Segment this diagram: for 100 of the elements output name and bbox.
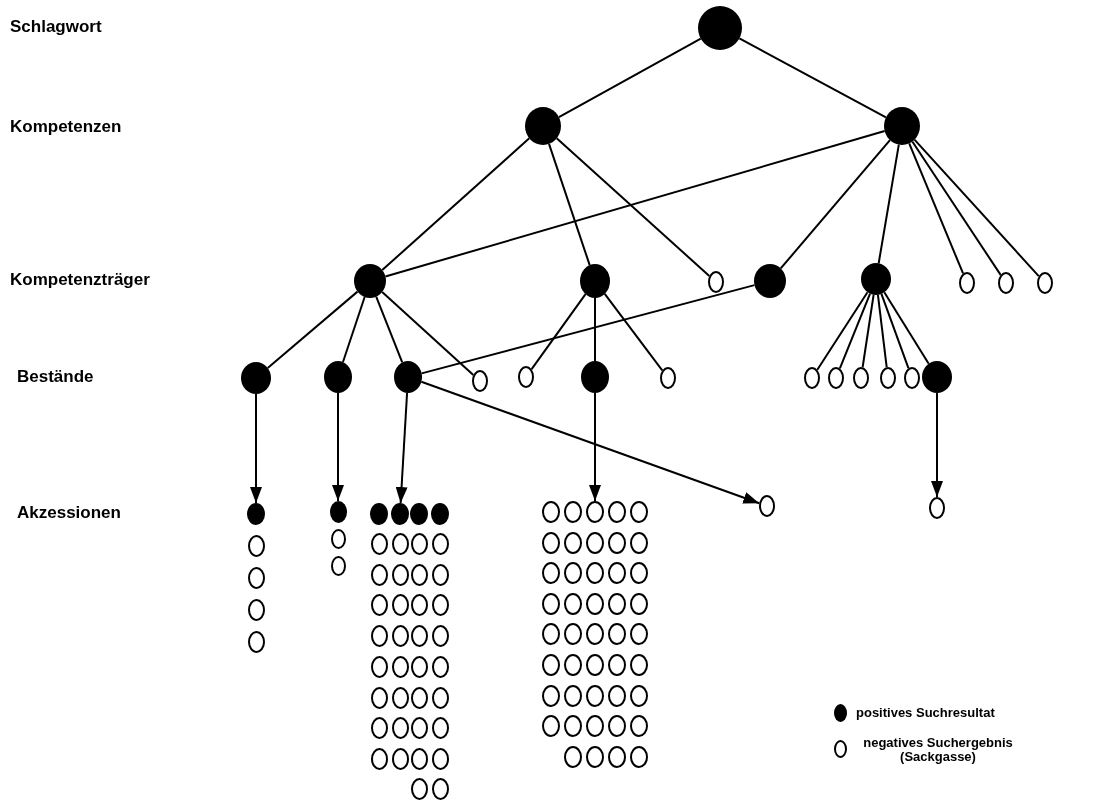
open-circle [431, 686, 449, 709]
open-circle [608, 715, 626, 738]
open-circle [247, 567, 265, 589]
open-circle [330, 556, 346, 576]
connector-line [911, 140, 1002, 276]
open-circle [804, 367, 820, 389]
open-circle [330, 529, 346, 549]
connector-line [557, 37, 702, 119]
open-circle [431, 625, 449, 648]
open-circle [998, 272, 1014, 294]
open-circle [564, 654, 582, 676]
open-circle [880, 367, 896, 389]
open-circle [608, 531, 626, 554]
level-label: Schlagwort [10, 16, 102, 38]
open-circle [586, 592, 604, 615]
open-circle [630, 562, 648, 585]
open-circle [608, 684, 626, 707]
open-circle [391, 655, 409, 678]
open-circle [660, 367, 676, 389]
open-circle [391, 747, 409, 770]
filled-dot [581, 361, 609, 393]
open-circle [370, 717, 388, 740]
open-circle [608, 746, 626, 768]
open-circle [370, 594, 388, 617]
arrow [420, 380, 761, 505]
open-circle [370, 686, 388, 709]
open-circle [904, 367, 920, 389]
connector-line [375, 295, 404, 364]
open-circle [564, 562, 582, 585]
open-circle [410, 747, 428, 770]
connector-line [861, 293, 875, 369]
connector-line [876, 293, 888, 369]
open-circle [391, 686, 409, 709]
connector-line [880, 292, 910, 370]
open-circle [1037, 272, 1053, 294]
connector-line [738, 37, 887, 119]
open-circle [759, 495, 775, 517]
connector-line [266, 290, 359, 369]
legend-text: positives Suchresultat [856, 706, 995, 720]
level-label: Kompetenzen [10, 116, 122, 138]
connector-line [908, 142, 965, 275]
connector-line [381, 291, 475, 376]
open-circle [247, 631, 265, 653]
open-circle [853, 367, 869, 389]
arrow [332, 392, 344, 502]
arrow [395, 391, 409, 505]
open-circle [391, 717, 409, 740]
open-circle [431, 533, 449, 555]
open-circle [608, 654, 626, 676]
connector-line [913, 138, 1040, 278]
filled-dot [241, 362, 271, 394]
open-circle [586, 501, 604, 523]
open-circle [586, 715, 604, 738]
open-circle [431, 717, 449, 740]
open-circle [431, 747, 449, 770]
connector-line [877, 143, 900, 265]
level-label: Bestände [17, 366, 94, 388]
open-circle [431, 655, 449, 678]
open-circle [564, 623, 582, 646]
filled-dot [370, 503, 388, 525]
connector-line [384, 130, 886, 278]
open-circle [431, 594, 449, 617]
open-circle [431, 563, 449, 586]
connector-line [381, 137, 531, 272]
open-circle [542, 654, 560, 676]
open-circle [828, 367, 844, 389]
arrow [589, 392, 601, 502]
filled-dot [329, 501, 347, 523]
open-circle [542, 501, 560, 523]
open-circle [630, 501, 648, 523]
open-circle [542, 623, 560, 646]
open-circle [586, 746, 604, 768]
arrow [931, 392, 943, 498]
filled-dot [754, 264, 786, 298]
open-circle [586, 684, 604, 707]
open-circle [370, 655, 388, 678]
level-label: Kompetenzträger [10, 269, 150, 291]
open-circle [564, 715, 582, 738]
open-circle [518, 366, 534, 388]
open-circle [564, 684, 582, 707]
filled-dot [394, 361, 422, 393]
connector-line [342, 296, 366, 364]
open-circle [410, 686, 428, 709]
filled-dot [324, 361, 352, 393]
open-circle [431, 778, 449, 800]
open-circle [410, 717, 428, 740]
open-circle [608, 592, 626, 615]
connector-line [883, 291, 930, 365]
connector-line [594, 297, 596, 362]
connector-line [530, 293, 587, 371]
open-circle [542, 684, 560, 707]
connector-line [816, 291, 869, 371]
open-circle [586, 623, 604, 646]
filled-dot [698, 6, 742, 50]
open-circle [410, 594, 428, 617]
open-circle [608, 562, 626, 585]
open-circle [564, 531, 582, 554]
filled-dot [354, 264, 386, 298]
open-circle [472, 370, 488, 392]
open-circle [564, 746, 582, 768]
